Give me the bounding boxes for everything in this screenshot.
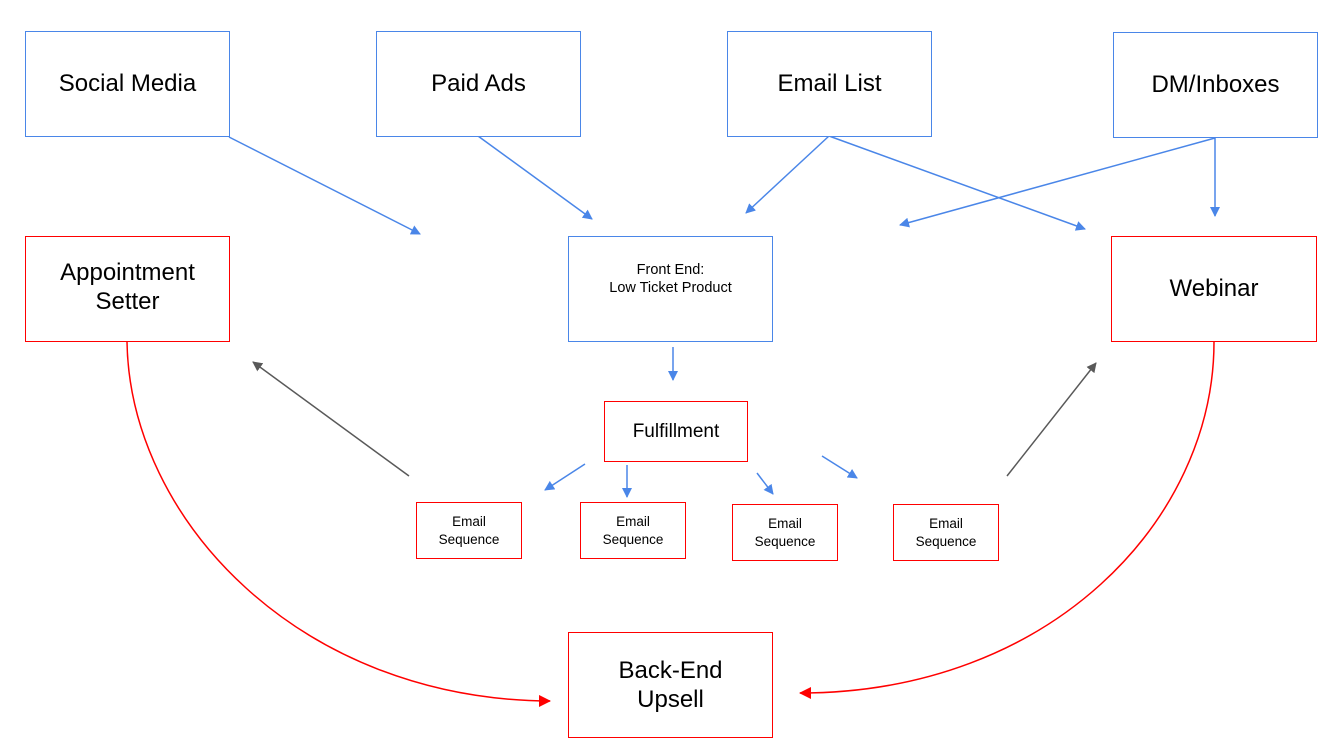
- arrow-email-list-to-webinar: [828, 135, 1086, 231]
- arrow-email-sequence-to-appointment-setter: [252, 361, 410, 477]
- node-email-sequence-4-label: Email Sequence: [915, 515, 977, 549]
- node-social-media-label: Social Media: [58, 70, 197, 98]
- node-appointment-setter-label: Appointment Setter: [60, 258, 195, 315]
- arrow-webinar-to-back-end-upsell: [799, 341, 1215, 699]
- node-back-end-upsell-label: Back-End Upsell: [618, 656, 723, 713]
- arrow-fulfillment-to-email-sequence-3: [756, 472, 774, 495]
- node-paid-ads[interactable]: Paid Ads: [376, 31, 581, 137]
- node-back-end-upsell[interactable]: Back-End Upsell: [568, 632, 773, 738]
- node-email-sequence-3[interactable]: Email Sequence: [732, 504, 838, 561]
- node-dm-inboxes[interactable]: DM/Inboxes: [1113, 32, 1318, 138]
- node-webinar[interactable]: Webinar: [1111, 236, 1317, 342]
- arrow-email-sequence-to-webinar: [1006, 362, 1097, 477]
- node-email-sequence-1[interactable]: Email Sequence: [416, 502, 522, 559]
- node-email-sequence-1-label: Email Sequence: [438, 513, 500, 547]
- arrow-dm-inboxes-to-front-end: [899, 137, 1216, 228]
- node-paid-ads-label: Paid Ads: [431, 70, 526, 98]
- node-fulfillment-label: Fulfillment: [632, 420, 720, 442]
- node-front-end[interactable]: Front End: Low Ticket Product: [568, 236, 773, 342]
- arrow-paid-ads-to-front-end: [477, 135, 593, 220]
- arrow-fulfillment-to-email-sequence-1: [544, 463, 586, 491]
- node-email-sequence-4[interactable]: Email Sequence: [893, 504, 999, 561]
- arrow-social-media-to-front-end: [228, 136, 421, 235]
- arrow-email-list-to-front-end: [745, 135, 830, 214]
- arrow-fulfillment-to-email-sequence-4: [821, 455, 858, 479]
- node-social-media[interactable]: Social Media: [25, 31, 230, 137]
- node-email-list[interactable]: Email List: [727, 31, 932, 137]
- node-dm-inboxes-label: DM/Inboxes: [1151, 71, 1280, 99]
- node-appointment-setter[interactable]: Appointment Setter: [25, 236, 230, 342]
- node-email-list-label: Email List: [777, 70, 882, 98]
- node-email-sequence-2-label: Email Sequence: [602, 513, 664, 547]
- node-email-sequence-3-label: Email Sequence: [754, 515, 816, 549]
- node-front-end-label: Front End: Low Ticket Product: [609, 262, 732, 296]
- arrow-appointment-setter-to-back-end-upsell: [126, 341, 551, 707]
- node-fulfillment[interactable]: Fulfillment: [604, 401, 748, 462]
- node-webinar-label: Webinar: [1169, 275, 1259, 303]
- node-email-sequence-2[interactable]: Email Sequence: [580, 502, 686, 559]
